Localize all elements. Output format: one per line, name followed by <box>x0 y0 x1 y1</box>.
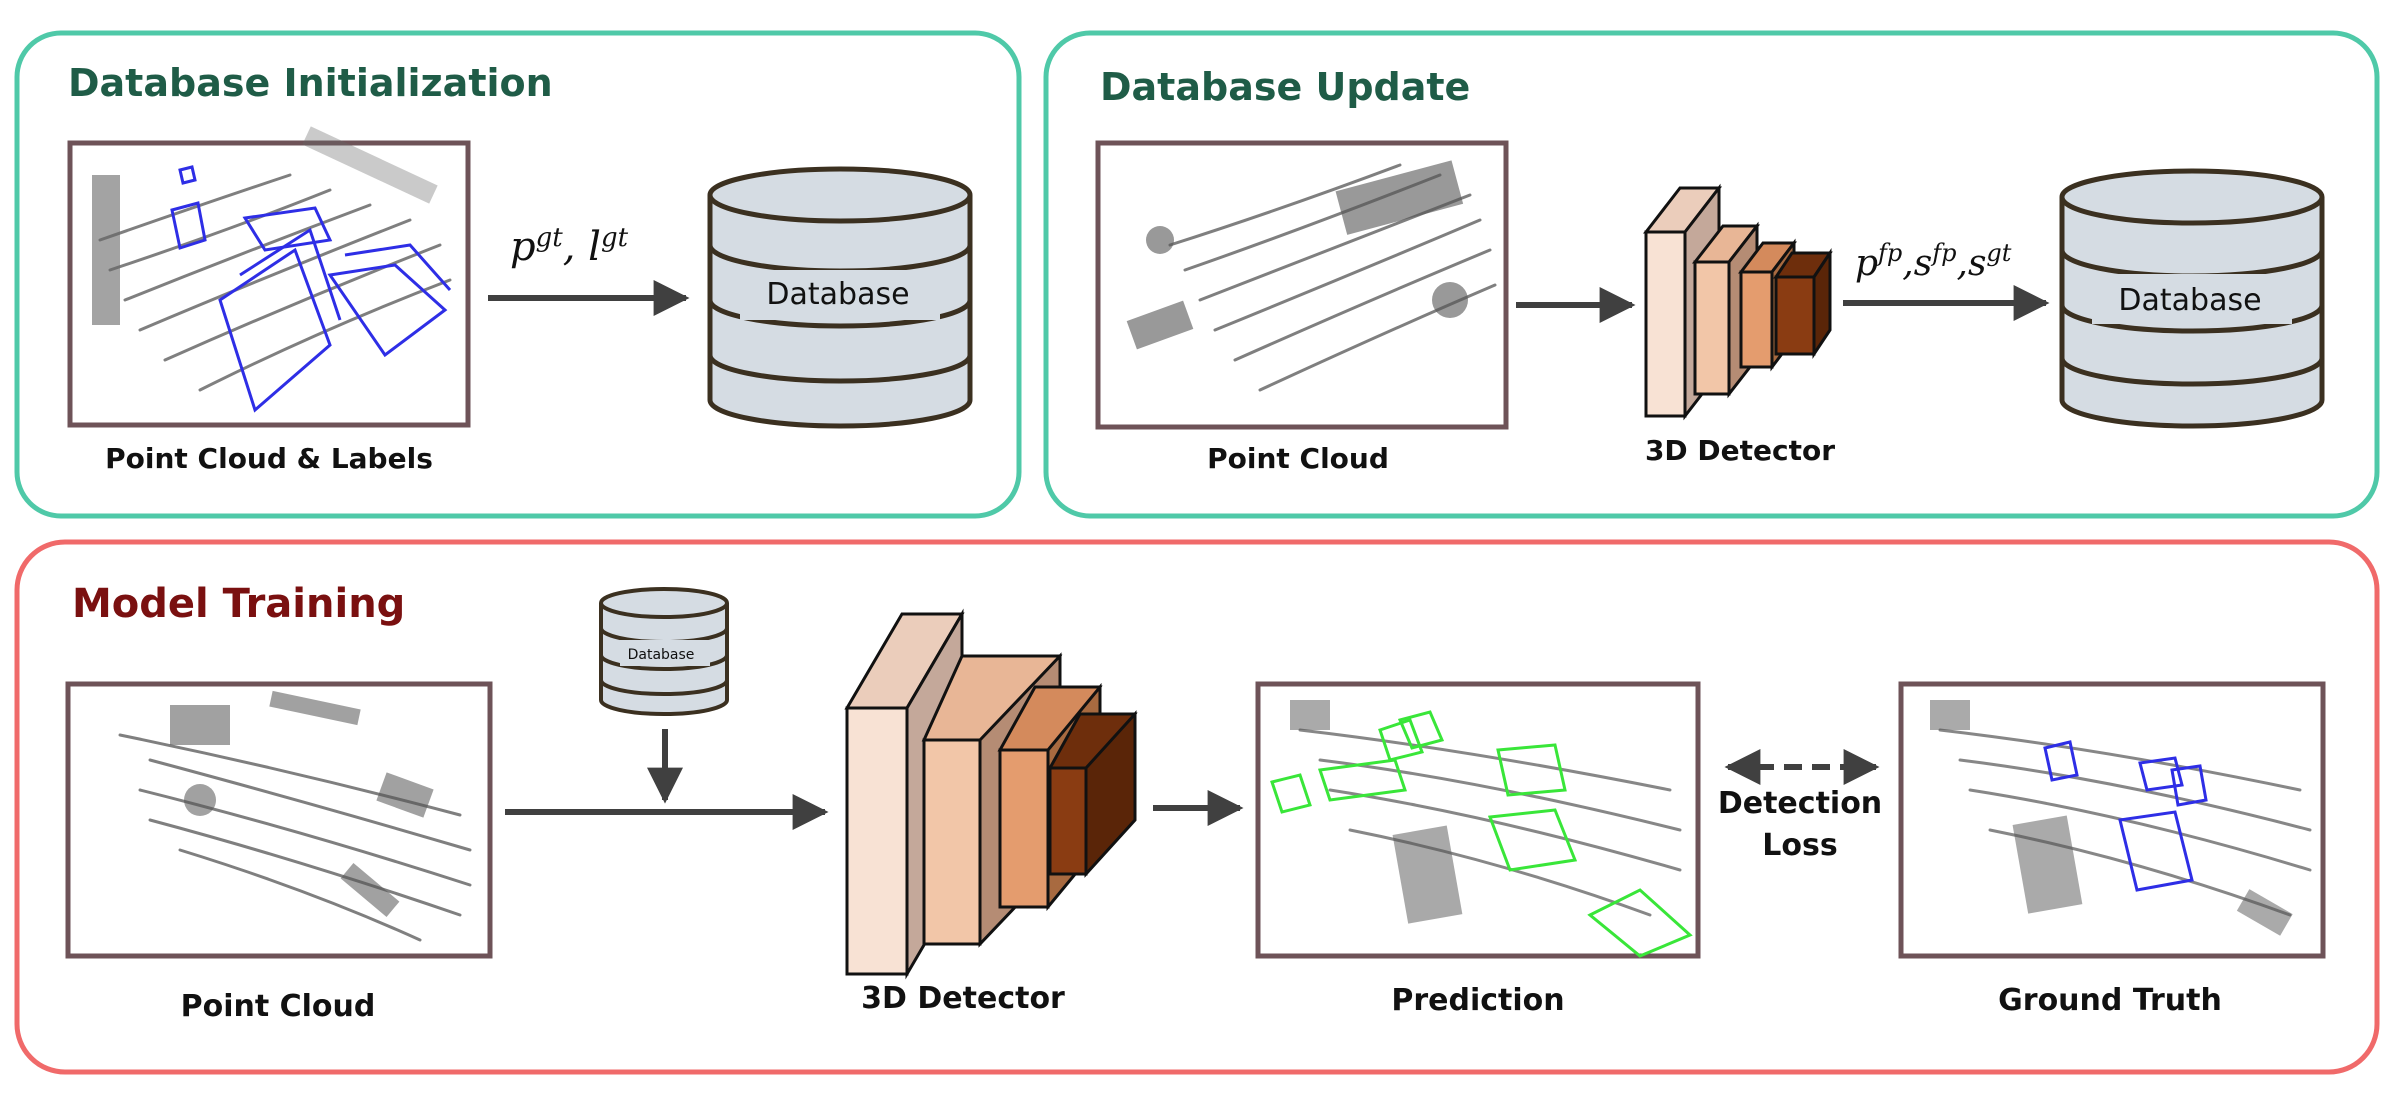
database-label-small: Database <box>628 647 695 663</box>
detection-loss-label-line2: Loss <box>1762 828 1837 863</box>
database-cylinder-update <box>2059 168 2325 429</box>
caption-3d-detector-training: 3D Detector <box>861 981 1065 1016</box>
caption-3d-detector-update: 3D Detector <box>1645 434 1835 467</box>
label-boxes <box>170 165 452 413</box>
caption-ground-truth: Ground Truth <box>1998 983 2222 1018</box>
panel-title-training: Model Training <box>72 581 405 627</box>
panel-title-update: Database Update <box>1100 65 1470 109</box>
database-cylinder-small <box>599 587 729 716</box>
prediction-boxes <box>1270 710 1693 958</box>
prediction-image <box>1255 681 1701 959</box>
detector-network-training <box>844 608 1138 980</box>
arrow-label-pfp-sfp-sgt: pfp,sfp,sgt <box>1855 239 2012 284</box>
caption-prediction: Prediction <box>1391 983 1564 1018</box>
database-label-update: Database <box>2118 283 2261 318</box>
detector-network-update <box>1642 183 1833 421</box>
caption-point-cloud-labels: Point Cloud & Labels <box>105 442 433 475</box>
database-cylinder-init <box>707 166 973 429</box>
database-label-init: Database <box>766 277 909 312</box>
point-cloud-image-training <box>65 681 493 959</box>
point-cloud-with-labels-image <box>67 126 471 428</box>
panel-database-initialization <box>14 30 1022 519</box>
ground-truth-image <box>1898 681 2326 959</box>
point-cloud-image-update <box>1095 140 1509 430</box>
panel-database-update <box>1043 30 2380 519</box>
panel-model-training <box>14 539 2380 1075</box>
caption-point-cloud-training: Point Cloud <box>181 989 376 1024</box>
detection-loss-label-line1: Detection <box>1718 786 1882 821</box>
arrow-label-pgt-lgt: pgt, lgt <box>510 223 629 270</box>
panel-title-initialization: Database Initialization <box>68 61 553 105</box>
caption-point-cloud-update: Point Cloud <box>1207 442 1389 475</box>
ground-truth-boxes <box>2043 740 2208 892</box>
